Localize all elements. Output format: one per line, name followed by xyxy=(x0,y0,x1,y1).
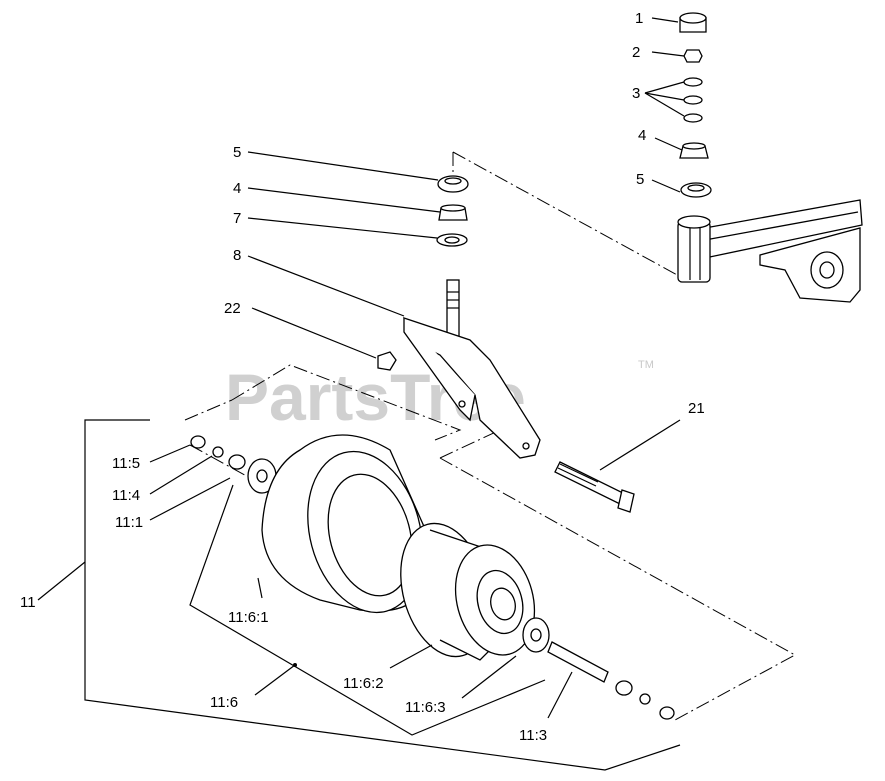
leader-lines xyxy=(149,17,685,719)
callout-1: 1 xyxy=(635,10,643,27)
washer-icon xyxy=(683,113,703,123)
callout-7: 7 xyxy=(233,210,241,227)
callout-11-1: 11:1 xyxy=(115,514,143,531)
locknut-icon xyxy=(377,351,397,371)
group-brackets xyxy=(37,419,681,771)
caster-fork xyxy=(403,279,541,459)
callout-2: 2 xyxy=(632,44,640,61)
washer-icon xyxy=(683,77,703,87)
callout-11-3: 11:3 xyxy=(519,727,547,744)
spacer-icon xyxy=(228,454,246,470)
callout-11-5: 11:5 xyxy=(112,455,140,472)
axle-spacer-icon xyxy=(547,641,609,683)
bushing-icon xyxy=(659,706,675,720)
right-small-parts xyxy=(522,617,675,720)
spacer-icon xyxy=(615,680,633,696)
caster-frame xyxy=(677,199,863,303)
callout-11-6-2: 11:6:2 xyxy=(343,675,384,692)
center-stack-parts xyxy=(436,175,469,247)
leader-dot xyxy=(293,663,297,667)
callout-11-6-1: 11:6:1 xyxy=(228,609,269,626)
left-small-parts xyxy=(190,435,277,494)
callout-11-4: 11:4 xyxy=(112,487,140,504)
nut-icon xyxy=(683,49,703,63)
callout-11: 11 xyxy=(20,594,36,611)
callout-21: 21 xyxy=(688,400,705,417)
callout-4-center: 4 xyxy=(233,180,241,197)
bushing-icon xyxy=(190,435,206,449)
washer-icon xyxy=(212,446,224,458)
washer-icon xyxy=(683,95,703,105)
wheel-rim xyxy=(400,522,536,661)
callout-5-center: 5 xyxy=(233,144,241,161)
callout-11-6-3: 11:6:3 xyxy=(405,699,446,716)
callout-3: 3 xyxy=(632,85,640,102)
callout-11-6: 11:6 xyxy=(210,694,238,711)
wheel-tire xyxy=(261,434,432,614)
callout-5-right: 5 xyxy=(636,171,644,188)
axle-bolt xyxy=(554,461,635,513)
callout-8: 8 xyxy=(233,247,241,264)
watermark-trademark: TM xyxy=(638,359,654,371)
callout-labels: 1 2 3 4 5 5 4 7 8 22 21 11:5 11:4 11:1 1… xyxy=(20,10,705,744)
callout-4-right: 4 xyxy=(638,127,646,144)
callout-22: 22 xyxy=(224,300,241,317)
washer-icon xyxy=(639,693,651,705)
top-stack-parts xyxy=(679,12,712,198)
